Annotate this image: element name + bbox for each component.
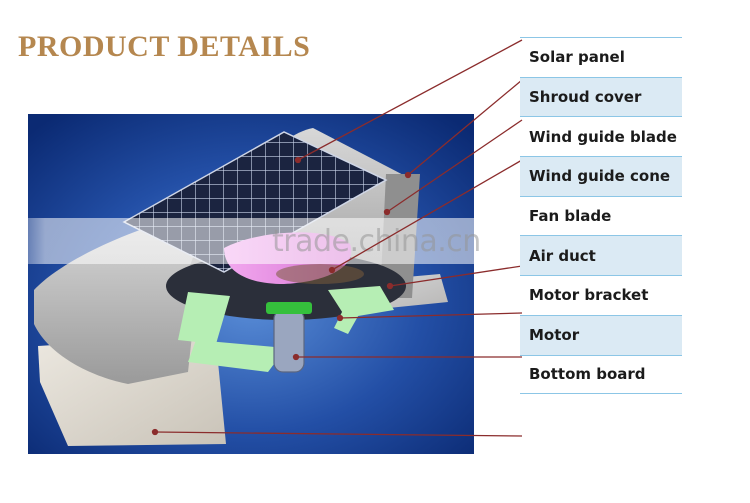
watermark-text: trade.china.cn bbox=[272, 224, 481, 259]
label-solar-panel: Solar panel bbox=[520, 37, 682, 77]
label-motor: Motor bbox=[520, 314, 682, 355]
label-fan-blade: Fan blade bbox=[520, 195, 682, 236]
product-render bbox=[28, 114, 474, 454]
motor-mount-shape bbox=[266, 302, 312, 314]
label-shroud-cover: Shroud cover bbox=[520, 76, 682, 117]
label-wind-guide-blade: Wind guide blade bbox=[520, 116, 682, 156]
label-bottom-board: Bottom board bbox=[520, 354, 682, 395]
wind-guide-blade-1 bbox=[178, 292, 230, 344]
label-air-duct: Air duct bbox=[520, 235, 682, 276]
motor-bracket-arm bbox=[188, 340, 286, 372]
label-wind-guide-cone: Wind guide cone bbox=[520, 156, 682, 196]
label-motor-bracket: Motor bracket bbox=[520, 275, 682, 315]
fan-blade-shape bbox=[276, 264, 364, 284]
part-label-list: Solar panel Shroud cover Wind guide blad… bbox=[520, 37, 682, 395]
page-title: PRODUCT DETAILS bbox=[18, 30, 311, 63]
motor-shape bbox=[273, 309, 305, 373]
